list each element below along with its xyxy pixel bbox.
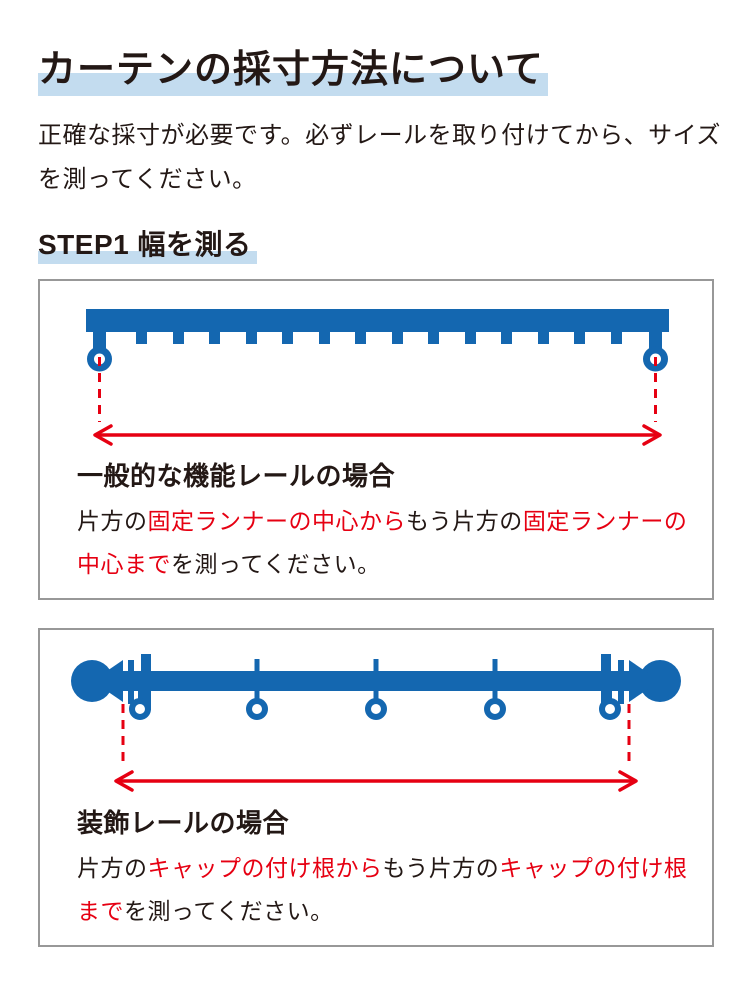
page-title: カーテンの採寸方法について (38, 44, 548, 96)
decorative-rail-diagram (71, 654, 681, 792)
text-segment-red: キャップの付け根まで (77, 855, 688, 924)
step1-heading: STEP1 幅を測る (38, 226, 258, 264)
intro-text: 正確な採寸が必要です。必ずレールを取り付けてから、サイズを測ってください。 (38, 122, 721, 193)
functional-rail-caption: 一般的な機能レールの場合 片方の固定ランナーの中心からもう片方の固定ランナーの中… (40, 459, 712, 586)
functional-rail-diagram (86, 309, 669, 446)
left-end-cap (71, 660, 123, 702)
right-runner-stem (649, 331, 662, 349)
decorative-rail-caption: 装飾レールの場合 片方のキャップの付け根からもう片方のキャップの付け根までを測っ… (40, 806, 712, 933)
text-segment-black: を測ってください。 (171, 551, 381, 577)
rail-bar (86, 309, 669, 332)
runner-teeth (136, 331, 622, 344)
decorative-rail-heading: 装飾レールの場合 (77, 808, 290, 838)
text-segment-red: キャップの付け根から (147, 855, 383, 881)
text-segment-black: 片方の (77, 855, 148, 881)
text-segment-black: を測ってください。 (124, 898, 334, 924)
pole-brackets (128, 654, 624, 710)
text-segment-red: 固定ランナーの中心まで (77, 508, 688, 577)
text-segment-black: もう片方の (406, 508, 523, 534)
right-end-cap (629, 660, 681, 702)
text-segment-black: 片方の (77, 508, 148, 534)
functional-rail-heading: 一般的な機能レールの場合 (77, 461, 396, 491)
functional-rail-body: 片方の固定ランナーの中心からもう片方の固定ランナーの中心までを測ってください。 (77, 500, 693, 586)
curtain-rings (129, 698, 621, 720)
functional-rail-section: 一般的な機能レールの場合 片方の固定ランナーの中心からもう片方の固定ランナーの中… (38, 279, 714, 600)
text-segment-red: 固定ランナーの中心から (147, 508, 406, 534)
measure-arrow (114, 770, 638, 792)
text-segment-black: もう片方の (382, 855, 500, 881)
decorative-pole (120, 671, 632, 691)
left-runner-stem (93, 331, 106, 349)
measure-arrow (93, 424, 662, 446)
decorative-rail-body: 片方のキャップの付け根からもう片方のキャップの付け根までを測ってください。 (77, 847, 693, 933)
decorative-rail-section: 装飾レールの場合 片方のキャップの付け根からもう片方のキャップの付け根までを測っ… (38, 628, 714, 947)
